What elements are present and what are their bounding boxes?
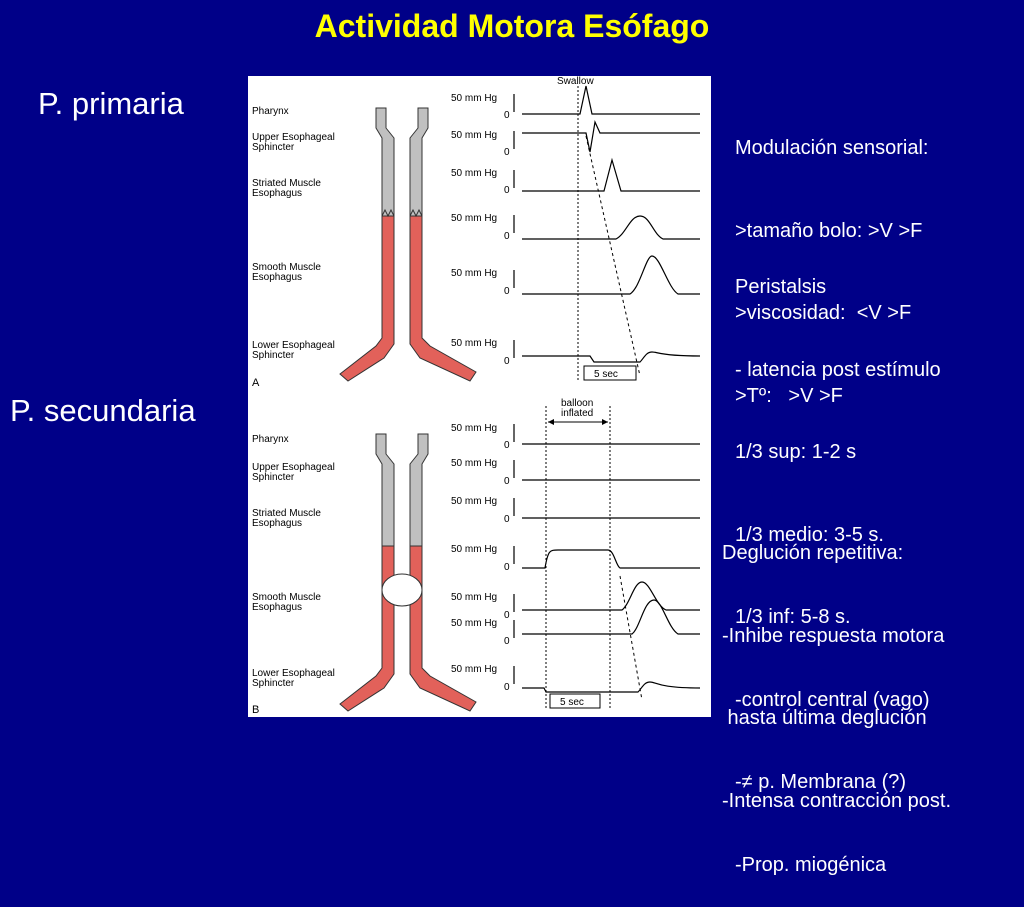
repetitive-swallow-block: Deglución repetitiva: -Inhibe respuesta … [722, 485, 951, 843]
time-scale-box-b [549, 693, 601, 709]
scale-0: 0 [504, 147, 510, 158]
time-scale-a: 5 sec [594, 369, 618, 380]
label-striated-2: Esophagus [252, 188, 302, 199]
scale-0: 0 [504, 185, 510, 196]
text-line: -Intensa contracción post. [722, 789, 952, 812]
label-smooth-2: Esophagus [252, 602, 302, 613]
scale-0: 0 [504, 636, 510, 647]
scale-0: 0 [504, 514, 510, 525]
label-les: Lower Esophageal [252, 340, 335, 351]
label-striated: Striated Muscle [252, 508, 321, 519]
scale-50: 50 mm Hg [451, 130, 497, 141]
scale-50: 50 mm Hg [451, 213, 497, 224]
arrow-head-right [602, 419, 608, 425]
scale-0: 0 [504, 356, 510, 367]
text-line: >Tº: >V >F [735, 384, 843, 407]
esophagus-drawing-b [339, 433, 477, 712]
scale-50: 50 mm Hg [451, 618, 497, 629]
panel-letter-a: A [252, 377, 260, 389]
text-line: 1/3 sup: 1-2 s [735, 441, 857, 463]
secondary-peristalsis-label: P. secundaria [10, 393, 196, 428]
scale-50: 50 mm Hg [451, 664, 497, 675]
text-line: - latencia post estímulo [735, 358, 941, 381]
scale-0: 0 [504, 562, 510, 573]
manometry-diagram: Pharynx Upper Esophageal Sphincter Stria… [252, 76, 701, 716]
label-smooth-2: Esophagus [252, 272, 302, 283]
scale-50: 50 mm Hg [451, 496, 497, 507]
balloon-label: balloon [561, 398, 593, 409]
scale-50: 50 mm Hg [451, 458, 497, 469]
scale-50: 50 mm Hg [451, 592, 497, 603]
scale-labels-a: 50 mm Hg 0 50 mm Hg 0 50 mm Hg 0 50 mm H… [451, 93, 510, 367]
label-smooth: Smooth Muscle [252, 262, 321, 273]
scale-labels-b: 50 mm Hg 0 50 mm Hg 0 50 mm Hg 0 50 mm H… [451, 423, 510, 693]
label-les: Lower Esophageal [252, 668, 335, 679]
scale-50: 50 mm Hg [451, 423, 497, 434]
scale-50: 50 mm Hg [451, 544, 497, 555]
scale-0: 0 [504, 110, 510, 121]
text-line: hasta última deglución [722, 707, 927, 729]
balloon-label-2: inflated [561, 408, 593, 419]
scale-50: 50 mm Hg [451, 268, 497, 279]
swallow-label: Swallow [557, 76, 594, 87]
time-scale-b: 5 sec [560, 697, 584, 708]
label-striated: Striated Muscle [252, 178, 321, 189]
scale-0: 0 [504, 231, 510, 242]
text-line: 1/3 inf: 5-8 s. [735, 606, 851, 628]
label-ues-2: Sphincter [252, 472, 295, 483]
scale-0: 0 [504, 610, 510, 621]
scale-50: 50 mm Hg [451, 93, 497, 104]
propagation-line-b [619, 575, 643, 701]
text-line: >tamaño bolo: >V >F [735, 219, 923, 242]
scale-50: 50 mm Hg [451, 168, 497, 179]
pressure-traces-b [522, 443, 701, 693]
label-les-2: Sphincter [252, 350, 295, 361]
anatomy-labels-a: Pharynx Upper Esophageal Sphincter Stria… [252, 106, 335, 389]
pressure-traces-a [522, 85, 701, 363]
slide-title: Actividad Motora Esófago [314, 8, 710, 44]
manometry-figure: Pharynx Upper Esophageal Sphincter Stria… [248, 76, 711, 717]
text-line: -Prop. miogénica [735, 853, 887, 876]
label-pharynx: Pharynx [252, 106, 289, 117]
text-line: Deglución repetitiva: [722, 542, 904, 564]
text-line: -control central (vago) [735, 688, 930, 711]
label-striated-2: Esophagus [252, 518, 302, 529]
balloon-shape [381, 573, 423, 607]
text-line: 1/3 medio: 3-5 s. [735, 523, 884, 546]
label-les-2: Sphincter [252, 678, 295, 689]
text-line: Modulación sensorial: [735, 137, 929, 159]
text-line: Peristalsis [735, 276, 827, 298]
label-pharynx: Pharynx [252, 434, 289, 445]
text-line: -Inhibe respuesta motora [722, 624, 945, 647]
primary-peristalsis-label: P. primaria [38, 86, 184, 121]
text-line: >viscosidad: <V >F [735, 302, 912, 324]
scale-0: 0 [504, 682, 510, 693]
panel-letter-b: B [252, 704, 259, 716]
scale-0: 0 [504, 476, 510, 487]
scale-0: 0 [504, 286, 510, 297]
esophagus-drawing-a [339, 107, 477, 382]
label-ues-2: Sphincter [252, 142, 295, 153]
anatomy-labels-b: Pharynx Upper Esophageal Sphincter Stria… [252, 434, 335, 716]
label-ues: Upper Esophageal [252, 132, 335, 143]
propagation-line-a [585, 135, 641, 377]
scale-0: 0 [504, 440, 510, 451]
label-ues: Upper Esophageal [252, 462, 335, 473]
time-scale-box-a [583, 365, 637, 381]
label-smooth: Smooth Muscle [252, 592, 321, 603]
arrow-head-left [548, 419, 554, 425]
sensory-modulation-block: Modulación sensorial: >tamaño bolo: >V >… [735, 80, 928, 438]
scale-50: 50 mm Hg [451, 338, 497, 349]
